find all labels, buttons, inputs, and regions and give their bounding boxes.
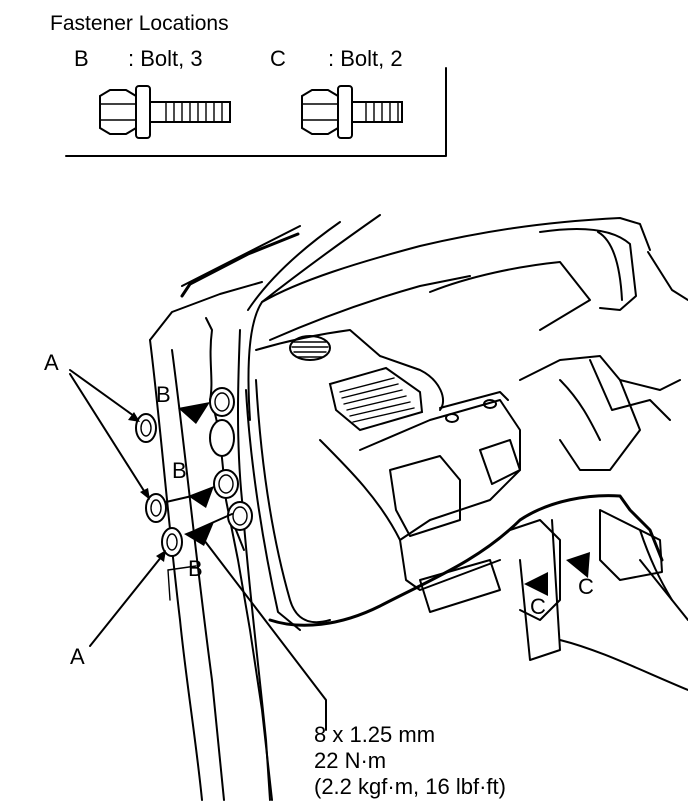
callout-b-middle: B xyxy=(172,458,187,483)
legend-b-description: : Bolt, 3 xyxy=(128,46,203,71)
legend-c-description: : Bolt, 2 xyxy=(328,46,403,71)
callout-a-lower: A xyxy=(70,644,85,669)
bolt-b-bottom-arrow-icon xyxy=(184,522,214,546)
bolt-hole-icon xyxy=(227,501,253,551)
arrowhead-icon xyxy=(156,550,166,562)
callout-b-top: B xyxy=(156,382,171,407)
leader-a-upper-2 xyxy=(69,373,147,495)
bolt-c-lower-arrow-icon xyxy=(524,572,548,596)
callout-leaders xyxy=(69,369,590,731)
torque-spec-torque: 22 N·m xyxy=(314,748,386,773)
callout-b-bottom: B xyxy=(188,556,203,581)
grommet-icon xyxy=(161,527,183,557)
dashboard-line-art xyxy=(135,214,688,801)
bolt-c-right-arrow-icon xyxy=(566,552,590,578)
arrowhead-icon xyxy=(128,412,140,422)
grommet-icon xyxy=(135,413,157,443)
callout-c-right: C xyxy=(578,574,594,599)
leader-a-upper-1 xyxy=(69,369,135,417)
grommet-icon xyxy=(145,493,167,523)
legend-title: Fastener Locations xyxy=(50,12,229,35)
leader-a-lower xyxy=(89,555,163,647)
legend-b-letter: B xyxy=(74,46,89,71)
bolt-hole-icon xyxy=(213,469,239,499)
bolt-hole-icon xyxy=(209,419,235,457)
leader-torque-spec xyxy=(203,539,327,731)
bolt-b-top-arrow-icon xyxy=(178,402,210,424)
torque-spec-alt-units: (2.2 kgf·m, 16 lbf·ft) xyxy=(314,774,506,799)
legend-c-letter: C xyxy=(270,46,286,71)
callout-c-lower: C xyxy=(530,594,546,619)
fastener-legend: Fastener Locations B : Bolt, 3 C : Bolt,… xyxy=(50,12,447,157)
arrowhead-icon xyxy=(140,488,150,500)
torque-spec-size: 8 x 1.25 mm xyxy=(314,722,435,747)
center-air-vent-icon xyxy=(328,366,424,432)
flange-bolt-icon xyxy=(301,85,403,139)
bolt-b-middle-arrow-icon xyxy=(188,486,214,508)
flange-bolt-icon xyxy=(99,85,231,139)
legend-frame xyxy=(65,67,447,157)
bolt-hole-icon xyxy=(209,387,235,417)
torque-specification: 8 x 1.25 mm 22 N·m (2.2 kgf·m, 16 lbf·ft… xyxy=(314,722,506,799)
callout-a-upper: A xyxy=(44,350,59,375)
